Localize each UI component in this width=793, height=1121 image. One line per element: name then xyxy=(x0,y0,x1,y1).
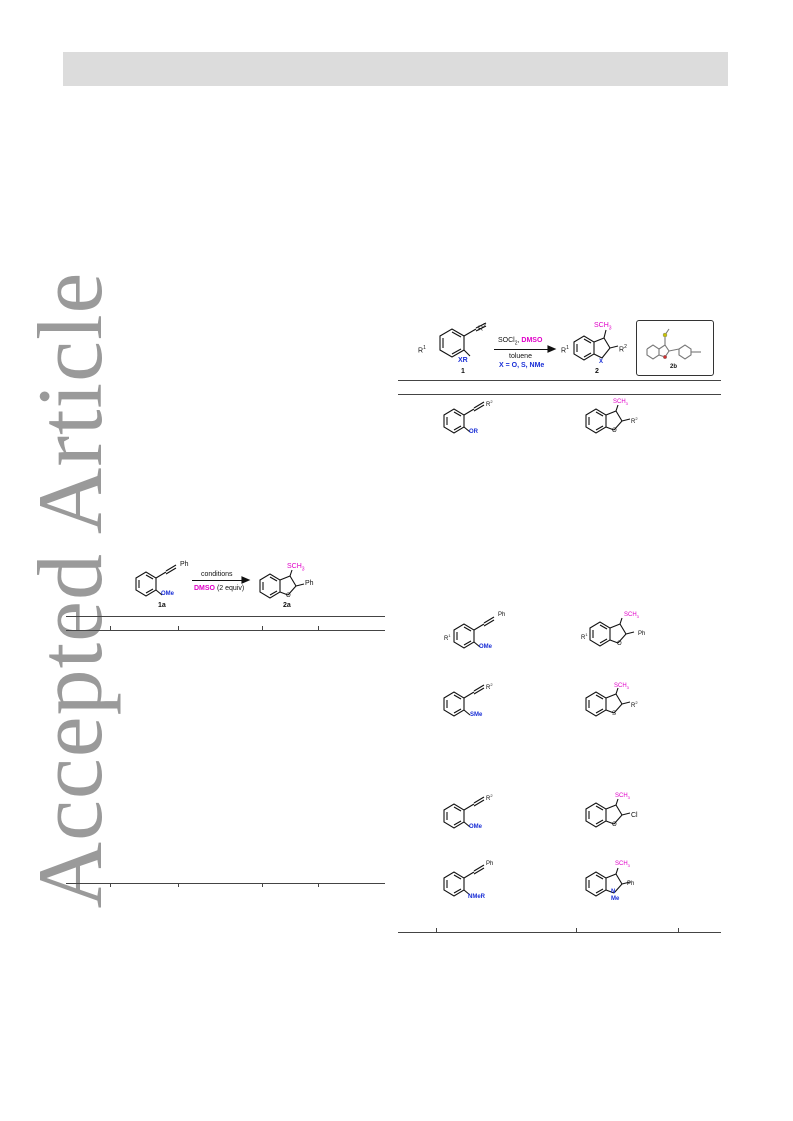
reagent-top: SOCl2, DMSO xyxy=(498,337,543,347)
row4-right-heteroatom: O xyxy=(612,822,617,828)
row2-right-sch3: SCH3 xyxy=(624,612,639,620)
structure-row5-left xyxy=(443,864,485,897)
label-r1: R1 xyxy=(418,345,426,355)
row4-left-substituent: OMe xyxy=(469,824,483,830)
opt-col-tick xyxy=(110,883,111,887)
row5-right-ph: Ph xyxy=(627,881,635,887)
structure-sm-1a xyxy=(135,564,177,597)
structure-row5-right xyxy=(585,867,631,897)
opt-col-tick xyxy=(110,626,111,630)
opt-table-rule-bottom xyxy=(66,883,385,884)
xray-structure-box: 2b xyxy=(636,320,714,376)
opt-product-ph: Ph xyxy=(305,580,314,587)
row2-left-r1: R1 xyxy=(444,633,451,642)
label-r2-product: R2 xyxy=(619,344,627,354)
opt-col-tick xyxy=(262,626,263,630)
label-x-product: X xyxy=(599,359,604,365)
opt-dmso: DMSO (2 equiv) xyxy=(194,585,245,592)
opt-conditions: conditions xyxy=(201,571,233,578)
row2-left-ph: Ph xyxy=(498,612,506,618)
row3-right-heteroatom: S xyxy=(612,711,617,717)
structure-row2-right xyxy=(589,617,635,647)
row2-right-r1: R1 xyxy=(581,632,588,641)
row2-left-substituent: OMe xyxy=(479,644,493,650)
opt-arrow xyxy=(192,580,246,581)
table-rule-top xyxy=(398,380,721,381)
structure-product-2a xyxy=(259,569,305,599)
table-rule-header xyxy=(398,394,721,395)
opt-sm-ome: OMe xyxy=(161,591,175,597)
opt-product-sch3: SCH3 xyxy=(287,563,305,573)
row5-right-heteroatom: N xyxy=(611,889,616,895)
structure-row4-left xyxy=(443,796,485,829)
label-r1-product: R1 xyxy=(561,345,569,355)
scope-col-tick xyxy=(436,928,437,932)
row3-right-sch3: SCH3 xyxy=(614,683,629,691)
scope-col-tick xyxy=(576,928,577,932)
opt-col-tick xyxy=(318,883,319,887)
arrow-head xyxy=(547,345,557,353)
row1-right-sch3: SCH3 xyxy=(613,399,628,407)
label-compound-2a: 2a xyxy=(283,602,291,609)
structure-row3-left xyxy=(443,684,485,717)
row2-right-heteroatom: O xyxy=(617,641,622,647)
row3-left-substituent: SMe xyxy=(470,712,483,718)
row5-left-ph: Ph xyxy=(486,861,494,867)
label-compound-1: 1 xyxy=(461,368,465,375)
row3-left-r2: R2 xyxy=(486,682,493,691)
structure-row4-right xyxy=(585,798,631,828)
label-compound-2b: 2b xyxy=(670,364,678,370)
row3-right-r2: R2 xyxy=(631,700,638,709)
label-compound-1a: 1a xyxy=(158,602,166,609)
opt-col-tick xyxy=(178,626,179,630)
row5-right-n-me: Me xyxy=(611,896,620,902)
scope-table-rule-bottom xyxy=(398,932,721,933)
row4-right-sch3: SCH3 xyxy=(615,793,630,801)
row5-left-substituent: NMeR xyxy=(468,894,486,900)
structure-row1-left xyxy=(443,401,485,434)
scope-col-tick xyxy=(678,928,679,932)
opt-table-rule-header xyxy=(66,630,385,631)
row1-right-r2: R2 xyxy=(631,416,638,425)
structure-sm-1 xyxy=(439,322,487,358)
x-scope: X = O, S, NMe xyxy=(499,362,545,369)
opt-product-o: O xyxy=(286,593,291,599)
row4-left-r2: R2 xyxy=(486,793,493,802)
label-xr: XR xyxy=(458,357,468,364)
opt-col-tick xyxy=(318,626,319,630)
solvent: toluene xyxy=(509,353,532,360)
row1-right-heteroatom: O xyxy=(612,428,617,434)
label-sch3-product: SCH3 xyxy=(594,322,612,332)
opt-col-tick xyxy=(178,883,179,887)
opt-arrow-head xyxy=(241,576,251,584)
structure-row3-right xyxy=(585,687,631,717)
structure-row2-left xyxy=(453,616,495,649)
xray-structure-image xyxy=(646,328,701,360)
watermark-text: Accepted Article xyxy=(19,271,121,909)
opt-col-tick xyxy=(262,883,263,887)
opt-sm-ph: Ph xyxy=(180,561,189,568)
row1-left-substituent: OR xyxy=(469,429,478,435)
row1-left-r2: R2 xyxy=(486,399,493,408)
label-compound-2: 2 xyxy=(595,368,599,375)
structure-row1-right xyxy=(585,404,631,434)
reaction-arrow xyxy=(494,349,552,350)
row5-right-sch3: SCH3 xyxy=(615,861,630,869)
row4-right-cl: Cl xyxy=(631,812,638,819)
label-r2: R2 xyxy=(478,323,486,333)
row2-right-ph: Ph xyxy=(638,631,646,637)
opt-table-rule-top xyxy=(66,616,385,617)
structure-product-2 xyxy=(573,329,619,361)
header-bar xyxy=(63,52,728,86)
